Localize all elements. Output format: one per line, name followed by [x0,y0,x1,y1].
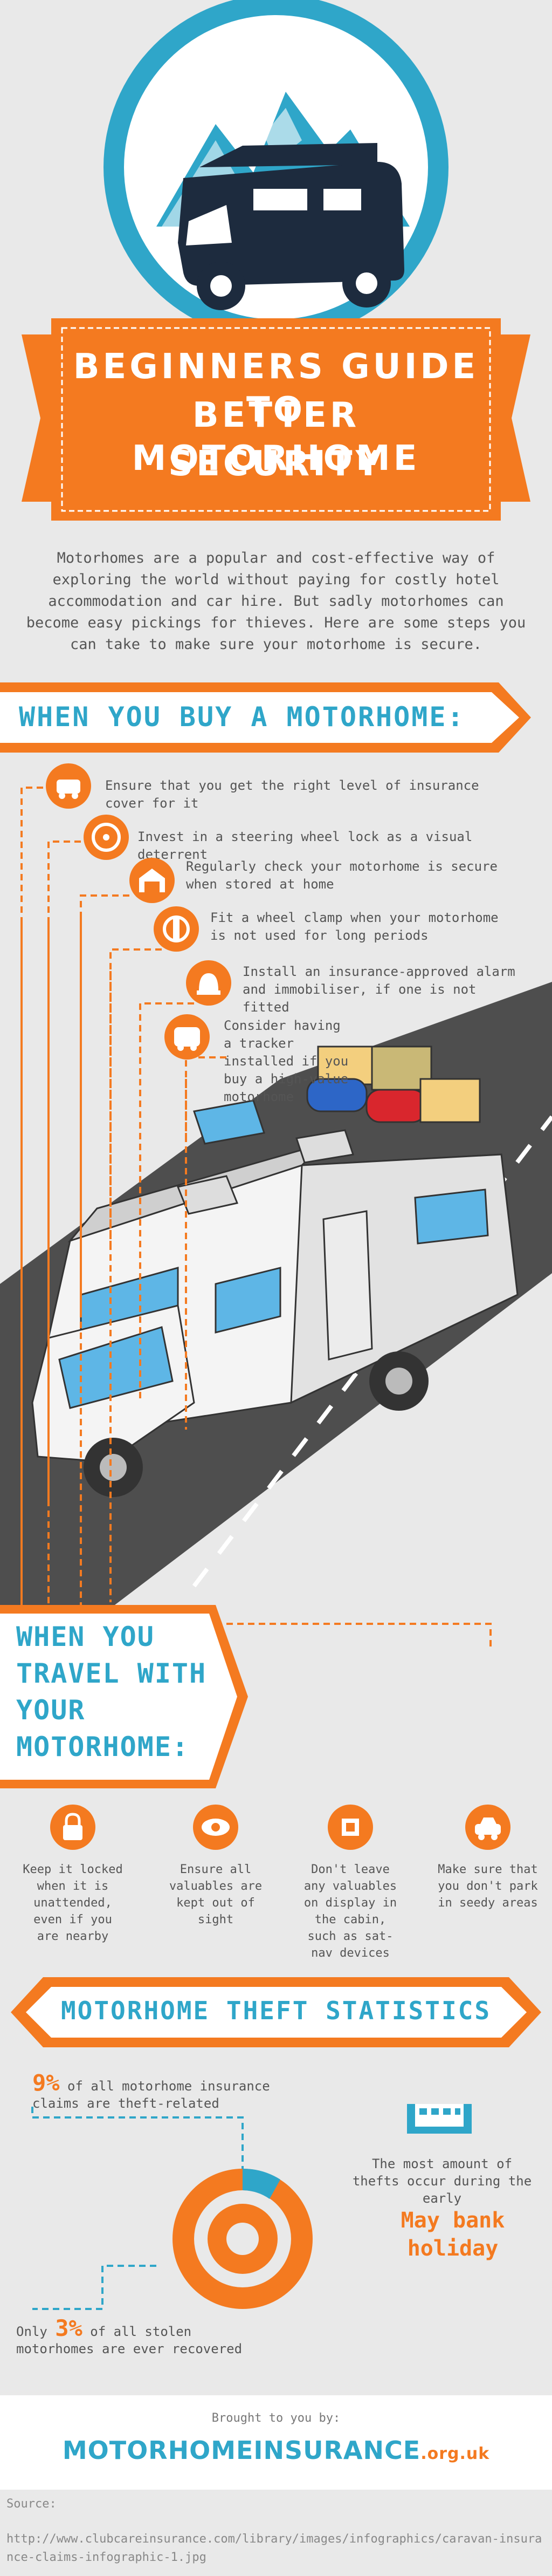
hero-illustration [22,0,530,521]
stats-heading: MOTORHOME THEFT STATISTICS [60,1996,492,2025]
travel-item-2: Ensure all valuables are kept out of sig… [169,1863,263,1926]
title-line-3: SECURITY [168,444,384,484]
travel-item-4: Make sure that you don't park in seedy a… [438,1863,538,1910]
title-line-1: BEGINNERS GUIDE TO [73,347,479,430]
may-bank-holiday: May bank holiday [401,2208,505,2261]
buy-tip-1: Ensure that you get the right level of i… [105,778,479,811]
wheel-clamp-icon [154,906,199,952]
stat-theft-value: 9% [32,2069,60,2096]
buy-heading: WHEN YOU BUY A MOTORHOME: [19,701,465,733]
chip-icon [328,1805,373,1850]
buy-tip-4: Fit a wheel clamp when your motorhome is… [210,910,499,943]
stats-graphic [31,2104,472,2310]
garage-icon [129,858,175,903]
stat-recovered: Only 3% of all stolen motorhomes are eve… [16,2317,243,2358]
eye-icon [193,1805,238,1850]
buy-tip-3: Regularly check your motorhome is secure… [186,859,498,892]
brought-to-you-by: Brought to you by: [211,2411,341,2425]
travel-heading-line-2: TRAVEL WITH [16,1658,207,1689]
travel-banner [0,1605,248,1788]
travel-item-3: Don't leave any valuables on display in … [303,1863,397,1960]
motorhome-illustration [0,917,552,1618]
intro-paragraph: Motorhomes are a popular and cost-effect… [26,550,526,653]
brand-suffix: .org.uk [420,2444,490,2463]
stat-recovered-prefix: Only [16,2324,56,2339]
travel-heading-line-1: WHEN YOU [16,1621,155,1652]
stat-theft-claims: 9% of all motorhome insurance claims are… [32,2072,280,2112]
hero-header: BEGINNERS GUIDE TO BETTER MOTORHOME SECU… [0,0,552,529]
travel-item-1: Keep it locked when it is unattended, ev… [23,1863,123,1943]
stat-recovered-value: 3% [55,2315,82,2341]
title-box: BEGINNERS GUIDE TO BETTER MOTORHOME SECU… [51,318,501,521]
footer-brand-panel [0,2395,552,2490]
stats-banner [11,1977,541,2047]
title-line-2: BETTER MOTORHOME [132,395,420,479]
alarm-icon [186,960,231,1006]
buy-tip-5: Install an insurance-approved alarm and … [243,964,515,1015]
car-icon [465,1805,510,1850]
calendar-caption: The most amount of thefts occur during t… [352,2156,532,2206]
tracker-icon [164,1014,210,1060]
source-label: Source: [6,2497,57,2511]
brand-name: MOTORHOMEINSURANCE [62,2436,421,2465]
travel-heading-line-3: YOUR [16,1694,86,1726]
motorhome-body-icon [31,1046,519,1497]
buy-tip-2: Invest in a steering wheel lock as a vis… [137,829,473,862]
lock-icon [50,1805,95,1850]
insurance-car-icon [46,763,91,809]
steering-wheel-icon [84,815,129,860]
buy-tip-6: Consider having a tracker installed if y… [224,1018,349,1104]
calendar-icon [407,2104,472,2134]
travel-heading-line-4: MOTORHOME: [16,1731,190,1762]
title-banner [22,318,530,521]
stat-recovered-text: of all stolen motorhomes are ever recove… [16,2324,243,2356]
travel-heading: WHEN YOU TRAVEL WITH YOUR MOTORHOME: [16,1618,206,1765]
brand-logo[interactable]: MOTORHOMEINSURANCE.org.uk [0,2436,552,2465]
stat-theft-text: of all motorhome insurance claims are th… [32,2079,270,2111]
motorhome-logo-icon [178,143,404,310]
buy-banner [0,682,531,753]
source-link[interactable]: http://www.clubcareinsurance.com/library… [6,2532,542,2564]
